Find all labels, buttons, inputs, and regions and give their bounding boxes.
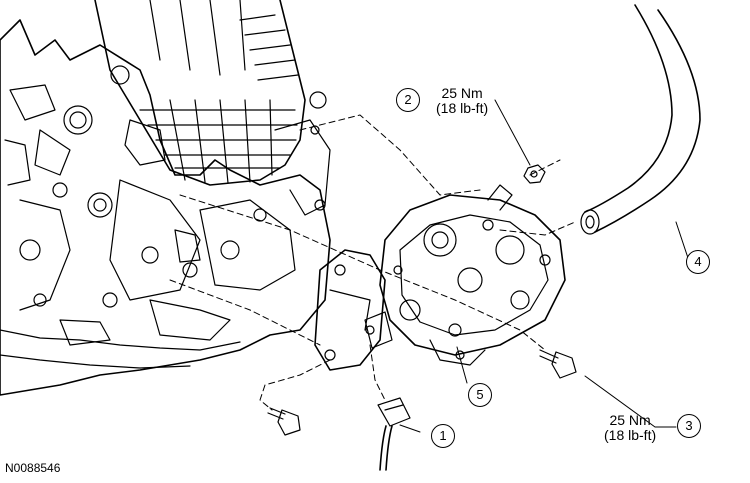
torque-spec-bolt: 25 Nm (18 lb-ft) (604, 413, 656, 443)
engine-block (0, 19, 331, 396)
leader-lines (399, 99, 689, 433)
callout-4: 4 (686, 250, 710, 274)
callout-3: 3 (677, 414, 701, 438)
vacuum-hose (580, 4, 701, 235)
nut (523, 164, 546, 184)
mounting-bracket (314, 249, 386, 371)
torque-spec-nut: 25 Nm (18 lb-ft) (436, 86, 488, 116)
torque-value-imperial: (18 lb-ft) (604, 427, 657, 443)
alignment-lines (169, 114, 576, 411)
torque-value: 25 Nm (441, 85, 483, 101)
torque-value: 25 Nm (609, 412, 651, 428)
torque-value-imperial: (18 lb-ft) (436, 100, 489, 116)
vacuum-pump (364, 184, 566, 366)
figure-id: N0088546 (5, 461, 61, 475)
callout-1: 1 (431, 424, 455, 448)
callout-5: 5 (468, 383, 492, 407)
bolt-right (539, 349, 577, 379)
bolt-lower (267, 407, 301, 436)
electrical-connector (377, 397, 411, 471)
callout-2: 2 (396, 88, 420, 112)
intake-manifold (94, 0, 331, 216)
